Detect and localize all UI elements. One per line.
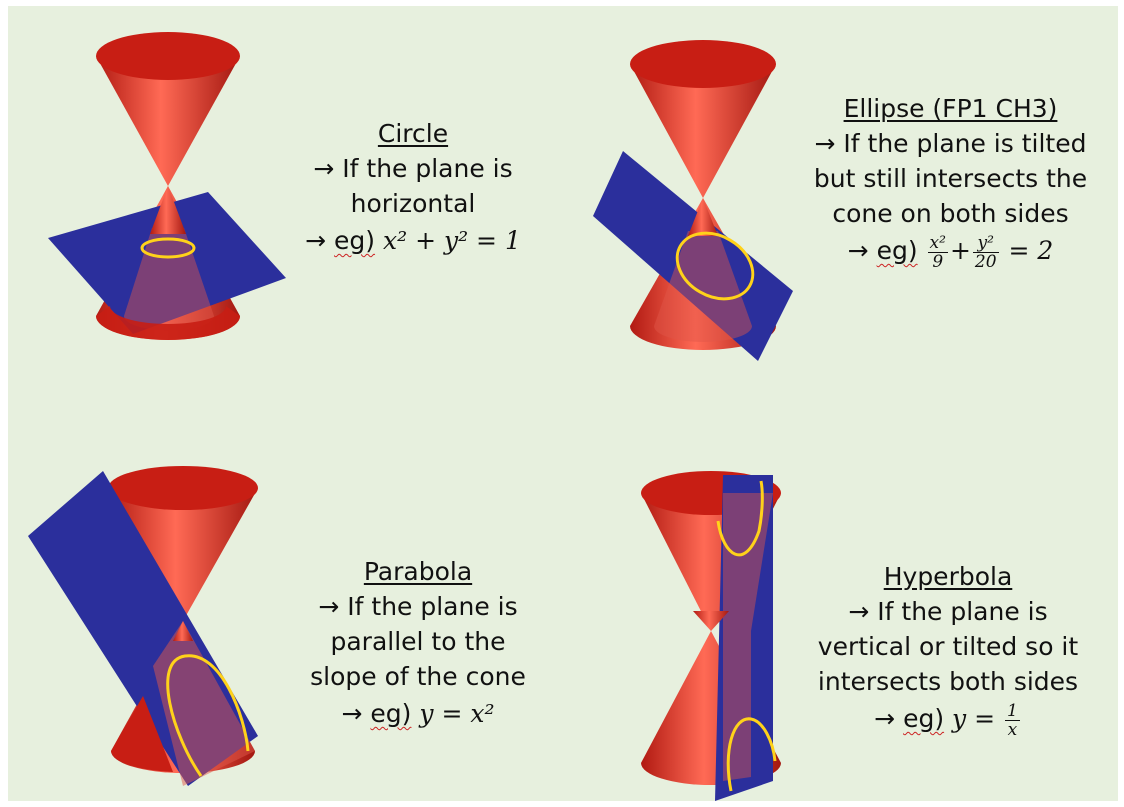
hyperbola-lower-branch — [726, 717, 777, 792]
ellipse-caption: Ellipse (FP1 CH3) → If the plane is tilt… — [778, 91, 1118, 271]
hyperbola-caption: Hyperbola → If the plane is vertical or … — [778, 559, 1118, 739]
arrow-icon: → — [341, 699, 363, 728]
ellipse-line-1: → If the plane is tilted — [814, 129, 1087, 158]
horizontal-plane — [48, 192, 286, 334]
arrow-icon: → — [305, 226, 327, 255]
upper-nappe — [96, 56, 240, 186]
tilted-plane — [593, 151, 793, 361]
parabola-line-2: parallel to the — [330, 627, 506, 656]
upper-nappe — [108, 488, 258, 621]
ellipse-curve — [675, 231, 755, 301]
parabola-curve — [166, 654, 250, 777]
ellipse-line-3: cone on both sides — [832, 199, 1069, 228]
slide: Circle → If the plane is horizontal → eg… — [8, 6, 1118, 801]
hyperbola-line-3: intersects both sides — [817, 667, 1079, 696]
parabola-caption: Parabola → If the plane is parallel to t… — [268, 554, 568, 731]
eg-label: eg) — [370, 699, 412, 728]
hyperbola-line-1: → If the plane is — [848, 597, 1048, 626]
vertical-plane — [715, 475, 773, 801]
parabola-line-3: slope of the cone — [310, 662, 526, 691]
circle-line-1: → If the plane is — [313, 154, 513, 183]
parabola-line-1: → If the plane is — [318, 592, 518, 621]
hyperbola-cone-figure — [641, 471, 781, 801]
circle-curve — [140, 237, 196, 259]
parabola-equation: y = x² — [419, 699, 495, 728]
circle-line-2: horizontal — [350, 189, 476, 218]
upper-nappe — [630, 64, 776, 198]
hyperbola-line-2: vertical or tilted so it — [817, 632, 1079, 661]
ellipse-cone-figure — [593, 40, 793, 361]
eg-label: eg) — [903, 704, 945, 733]
arrow-icon: → — [814, 129, 836, 158]
hyperbola-upper-branch — [716, 480, 764, 557]
ellipse-line-2: but still intersects the — [813, 164, 1088, 193]
circle-equation-line: → eg) x² + y² = 1 — [263, 223, 563, 258]
ellipse-title: Ellipse (FP1 CH3) — [843, 94, 1058, 123]
arrow-icon: → — [318, 592, 340, 621]
circle-caption: Circle → If the plane is horizontal → eg… — [263, 116, 563, 258]
hyperbola-title: Hyperbola — [883, 562, 1013, 591]
parabola-title: Parabola — [363, 557, 473, 586]
arrow-icon: → — [874, 704, 896, 733]
parabola-cone-figure — [28, 466, 258, 786]
arrow-icon: → — [848, 597, 870, 626]
arrow-icon: → — [847, 236, 869, 265]
eg-label: eg) — [876, 236, 918, 265]
arrow-icon: → — [313, 154, 335, 183]
parabola-equation-line: → eg) y = x² — [268, 696, 568, 731]
eg-label: eg) — [334, 226, 376, 255]
circle-title: Circle — [377, 119, 449, 148]
circle-equation: x² + y² = 1 — [383, 226, 521, 255]
circle-cone-figure — [48, 32, 286, 340]
